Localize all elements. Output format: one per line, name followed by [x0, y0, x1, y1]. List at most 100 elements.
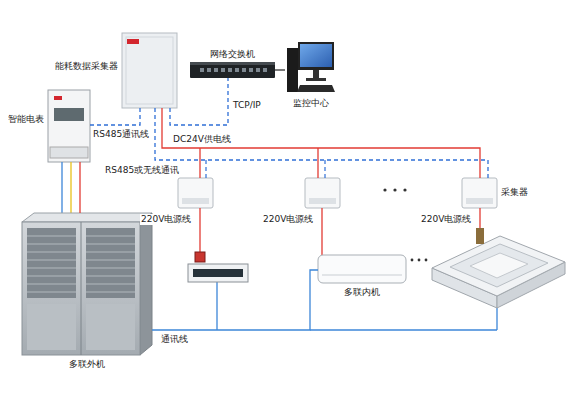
monitor-computer [306, 78, 326, 81]
wire-label: 220V电源线 [140, 214, 192, 225]
connector-line [170, 78, 228, 125]
network-switch [221, 68, 225, 72]
outdoor-unit [86, 236, 135, 237]
comm-line [216, 282, 217, 330]
duct-indoor-unit [188, 252, 248, 282]
device-label: 多联内机 [344, 287, 380, 298]
outdoor-unit [27, 284, 76, 285]
outdoor-unit [27, 252, 76, 253]
monitor-computer [313, 70, 319, 78]
connector-line [162, 108, 480, 178]
outdoor-unit [86, 244, 135, 245]
device-label: 能耗数据采集器 [55, 61, 118, 72]
device-label: 智能电表 [8, 114, 44, 125]
collector-cabinet [122, 33, 177, 108]
device-node: 监控中心 [285, 38, 337, 94]
cassette-indoor-unit [450, 244, 548, 287]
cassette-indoor-unit [432, 236, 565, 296]
network-switch [190, 62, 275, 78]
collector-unit [462, 178, 497, 208]
outdoor-unit [22, 222, 140, 355]
outdoor-unit [27, 304, 76, 350]
wire-label: 220V电源线 [420, 214, 472, 225]
ellipsis-dots [393, 188, 396, 191]
outdoor-unit [86, 268, 135, 269]
network-switch [263, 68, 267, 72]
connector-label: TCP/IP [232, 100, 262, 111]
power-line [200, 208, 480, 255]
power-line [479, 208, 480, 228]
ellipsis-dots [425, 259, 428, 262]
wall-indoor-unit [318, 255, 406, 283]
device-node: 智能电表 [48, 90, 90, 162]
power-line [321, 208, 322, 255]
monitor-computer [300, 44, 332, 67]
network-switch [207, 68, 211, 72]
device-label: 多联外机 [69, 359, 105, 370]
cassette-indoor-unit [432, 228, 565, 308]
smart-meter [48, 90, 90, 162]
collector-cabinet [122, 33, 177, 108]
device-label: 网络交换机 [210, 49, 255, 60]
ellipsis-dots [403, 188, 406, 191]
collector-unit [305, 178, 340, 208]
device-label: 监控中心 [293, 98, 329, 109]
collector-cabinet [127, 39, 139, 44]
connector-line [152, 270, 318, 330]
duct-indoor-unit [195, 252, 205, 262]
outdoor-unit [86, 276, 135, 277]
outdoor-unit [86, 252, 135, 253]
network-switch [214, 68, 218, 72]
network-switch [190, 62, 275, 78]
collector-unit [178, 178, 213, 208]
outdoor-unit [27, 260, 76, 261]
smart-meter [54, 108, 84, 121]
outdoor-unit [27, 228, 76, 298]
cassette-indoor-unit [476, 228, 484, 244]
monitor-computer [297, 85, 335, 92]
smart-meter [48, 90, 90, 162]
collector-unit [305, 178, 340, 208]
device-node: 多联外机 [22, 213, 152, 355]
connector-line [155, 108, 488, 178]
network-switch [228, 68, 232, 72]
connector-line [90, 108, 140, 125]
smart-meter [54, 96, 62, 100]
ellipsis-dots [418, 259, 421, 262]
network-switch [200, 68, 204, 72]
device-node: 网络交换机 [190, 62, 275, 78]
device-node: 多联内机 [318, 255, 406, 283]
collector-unit [182, 198, 209, 204]
outdoor-unit [27, 236, 76, 237]
ellipsis-dots [383, 188, 386, 191]
duct-indoor-unit [188, 264, 248, 282]
bus-branch [317, 148, 318, 178]
collector-unit [462, 178, 497, 208]
connector-line [275, 69, 285, 70]
outdoor-unit [86, 228, 135, 298]
collector-unit [466, 198, 493, 204]
outdoor-unit [22, 213, 152, 222]
bus-branch [200, 148, 325, 178]
network-switch [190, 62, 275, 65]
comm-line [310, 329, 497, 330]
outdoor-unit [27, 268, 76, 269]
cassette-indoor-unit [470, 253, 528, 278]
power-wire [70, 162, 71, 213]
bus-branch [205, 160, 206, 178]
power-wire [61, 162, 62, 213]
wire-label: 220V电源线 [262, 214, 314, 225]
outdoor-unit [86, 284, 135, 285]
connector-label: DC24V供电线 [172, 134, 232, 145]
bus-branch [324, 160, 325, 178]
duct-indoor-unit [193, 269, 243, 277]
wall-indoor-unit [318, 255, 406, 283]
power-line [199, 208, 200, 252]
connector-label: RS485通讯线 [92, 129, 150, 140]
device-node: 能耗数据采集器 [122, 33, 177, 108]
outdoor-unit [27, 244, 76, 245]
network-switch [235, 68, 239, 72]
connector-label: RS485或无线通讯 [104, 165, 180, 176]
